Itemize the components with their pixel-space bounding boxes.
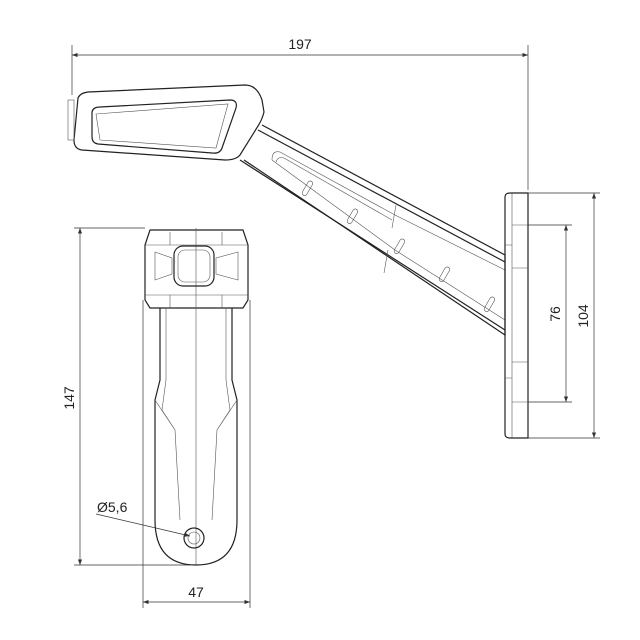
dimension-label: 76	[547, 306, 563, 322]
led-slots	[301, 180, 495, 312]
side-view	[67, 84, 529, 439]
dimension-104: 104	[528, 192, 600, 439]
dimension-47: 47	[142, 300, 251, 608]
front-view	[144, 228, 249, 566]
dimension-197: 197	[71, 36, 529, 190]
dimension-label: 47	[188, 584, 204, 600]
dimension-label: 147	[61, 386, 77, 410]
dimension-label: 104	[575, 304, 591, 328]
dimension-76: 76	[528, 224, 572, 403]
dimension-147: 147	[61, 227, 190, 566]
dimension-label: 197	[288, 36, 312, 52]
dimension-hole-diameter: Ø5,6	[95, 499, 191, 537]
dimension-label: Ø5,6	[97, 499, 128, 515]
